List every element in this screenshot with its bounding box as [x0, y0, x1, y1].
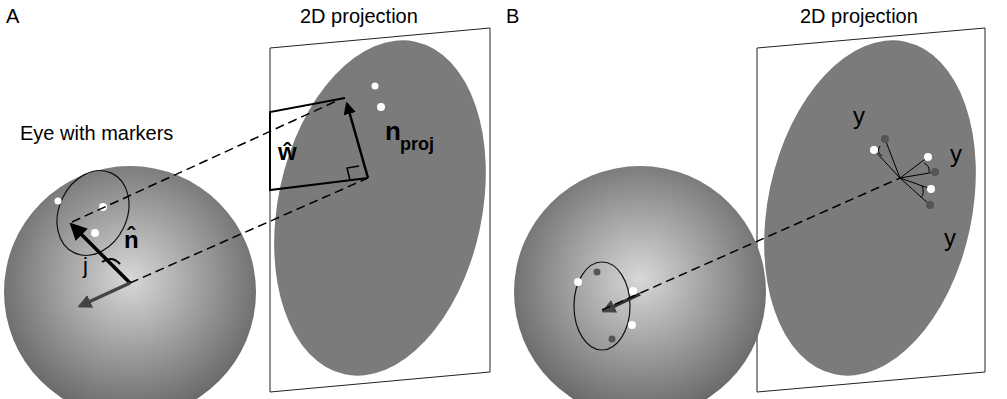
panel-title: 2D projection	[300, 6, 418, 26]
vector-label: ŵ	[278, 140, 297, 164]
part-label: Eye with markers	[20, 123, 173, 143]
distance-label: y	[853, 104, 865, 128]
panel-title: 2D projection	[800, 6, 918, 26]
vector-subscript: proj	[400, 135, 434, 153]
vector-label: n̂	[124, 228, 139, 252]
angle-label: j	[83, 255, 88, 277]
vector-label: n	[385, 118, 401, 144]
panel-letter: B	[506, 6, 519, 26]
panel-letter: A	[6, 6, 19, 26]
distance-label: y	[944, 226, 956, 250]
distance-label: y	[950, 142, 962, 166]
